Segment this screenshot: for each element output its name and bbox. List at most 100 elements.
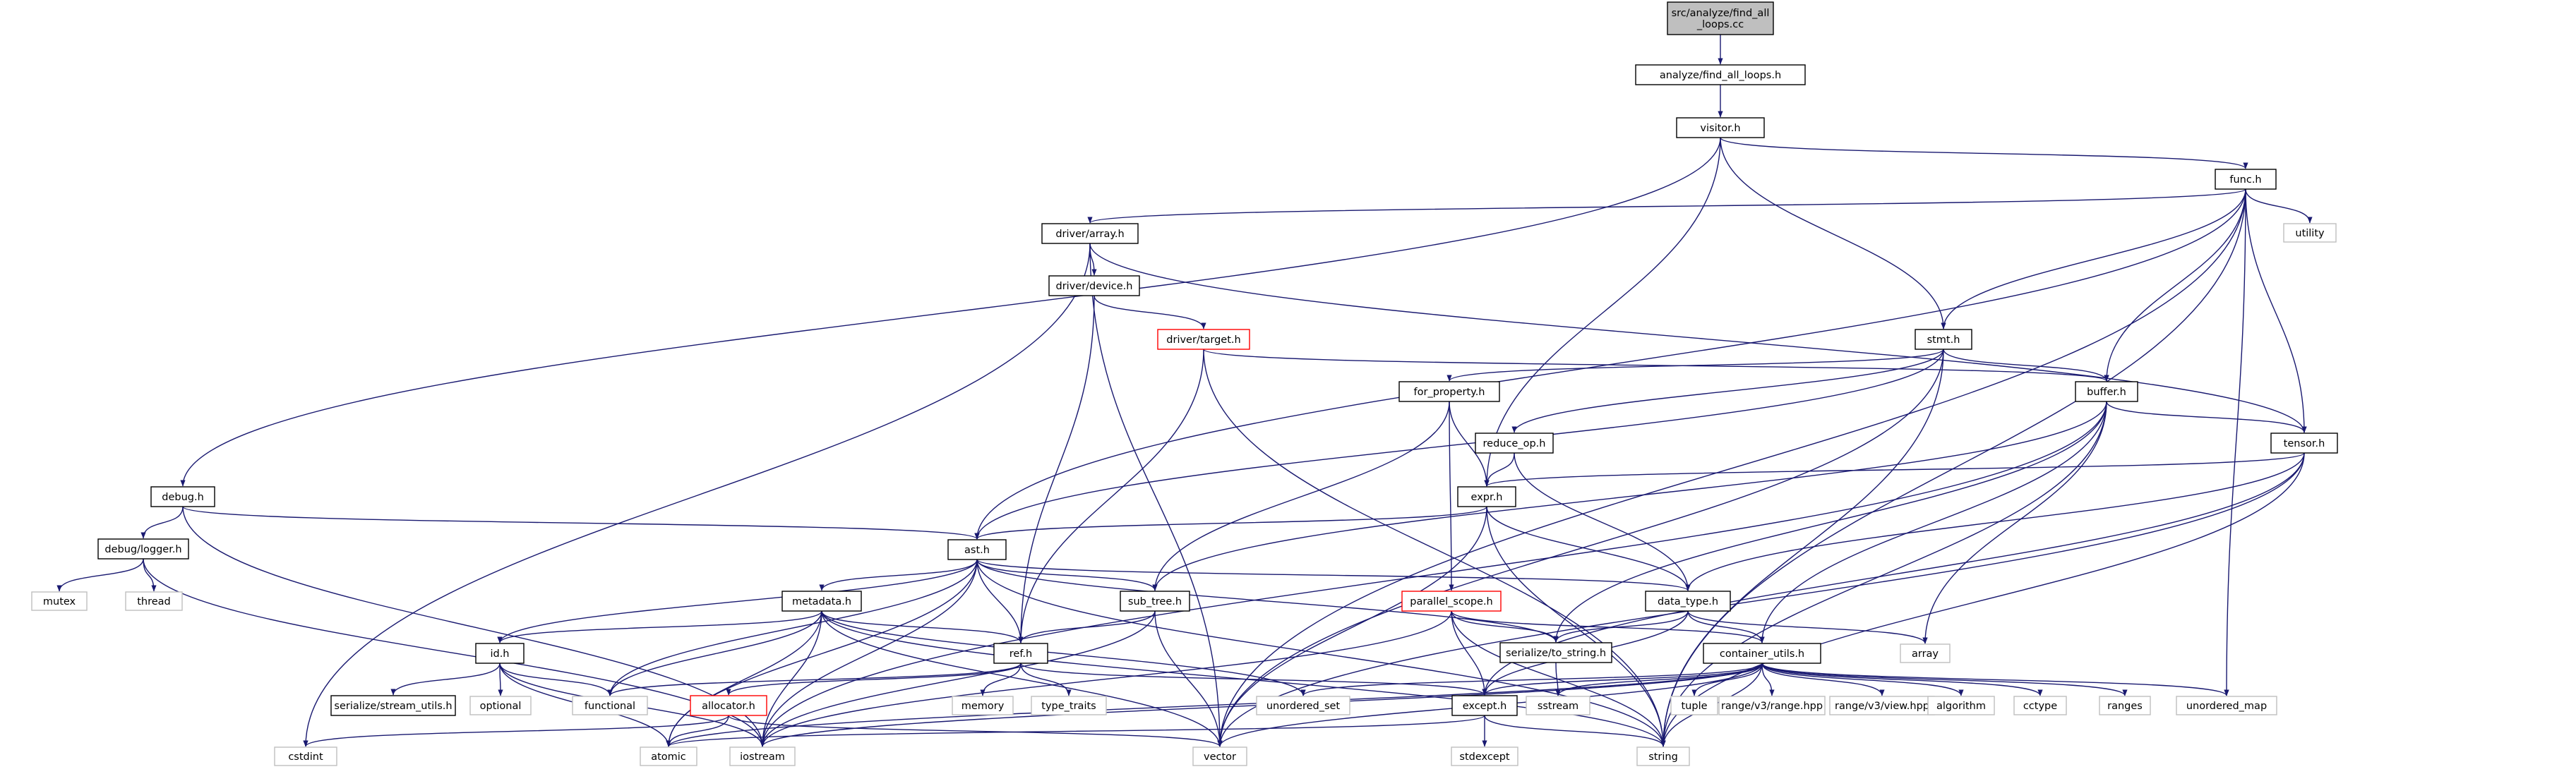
node-unordmap: unordered_map — [2176, 696, 2277, 715]
edge-ast-to-iostream — [760, 559, 978, 747]
node-label: expr.h — [1471, 492, 1503, 503]
node-stmt[interactable]: stmt.h — [1915, 329, 1972, 350]
node-box — [1475, 433, 1554, 454]
node-box — [2270, 433, 2338, 454]
edge-datatype-to-contutil — [1687, 610, 1765, 643]
edge-ref-to-functional — [607, 663, 1022, 696]
node-box — [947, 539, 1007, 560]
edge-forprop-to-subtree — [1152, 401, 1450, 591]
node-label: algorithm — [1936, 701, 1986, 712]
node-idh[interactable]: id.h — [475, 643, 525, 664]
node-box — [1041, 223, 1139, 244]
node-label: parallel_scope.h — [1410, 596, 1493, 607]
edge-contutil-to-atomic — [666, 663, 1763, 747]
node-serstr[interactable]: serialize/to_string.h — [1499, 642, 1612, 663]
node-expr[interactable]: expr.h — [1457, 486, 1516, 507]
node-forprop[interactable]: for_property.h — [1398, 381, 1500, 402]
node-datatype[interactable]: data_type.h — [1645, 591, 1731, 612]
node-box — [1670, 696, 1718, 715]
edge-func-to-utility — [2245, 188, 2313, 224]
node-label: stdexcept — [1459, 751, 1510, 763]
node-ast[interactable]: ast.h — [947, 539, 1007, 560]
node-functional: functional — [572, 696, 648, 715]
node-visitor[interactable]: visitor.h — [1676, 117, 1765, 138]
node-label: driver/array.h — [1055, 229, 1124, 240]
node-box — [1192, 746, 1247, 766]
edge-ref-to-except — [1020, 663, 1487, 696]
node-tensor[interactable]: tensor.h — [2270, 433, 2338, 454]
node-box — [572, 696, 648, 715]
node-label: src/analyze/find_all — [1672, 8, 1770, 19]
node-fal[interactable]: analyze/find_all_loops.h — [1635, 64, 1806, 85]
node-func[interactable]: func.h — [2215, 169, 2277, 190]
node-reduce[interactable]: reduce_op.h — [1475, 433, 1554, 454]
node-device[interactable]: driver/device.h — [1048, 275, 1140, 296]
node-box — [2215, 169, 2277, 190]
edge-expr-to-ast — [974, 506, 1487, 540]
edge-func-to-ast — [974, 188, 2246, 540]
node-allocator[interactable]: allocator.h — [690, 695, 767, 716]
edge-buffer-to-tensor — [2106, 401, 2307, 433]
node-label: utility — [2295, 228, 2325, 239]
edge-tensor-to-datatype — [1685, 452, 2305, 591]
edge-contutil-to-tuple — [1691, 663, 1763, 696]
node-box — [690, 695, 767, 716]
edge-metadata-to-idh — [497, 610, 822, 643]
node-box — [1645, 591, 1731, 612]
edge-stmt-to-vector — [1217, 349, 1944, 747]
node-box — [97, 538, 189, 560]
node-box — [2013, 696, 2067, 715]
node-box — [1703, 643, 1821, 664]
node-label: tuple — [1681, 701, 1707, 712]
node-parscope[interactable]: parallel_scope.h — [1401, 591, 1502, 612]
edge-contutil-to-algorithm — [1761, 663, 1964, 696]
node-metadata[interactable]: metadata.h — [781, 591, 862, 612]
edge-allocator-to-vector — [728, 715, 1223, 747]
node-debug[interactable]: debug.h — [150, 486, 215, 507]
file-nodes: src/analyze/find_all_loops.cc analyze/fin… — [31, 1, 2338, 766]
edge-tensor-to-vector — [1217, 452, 2305, 747]
node-contutil[interactable]: container_utils.h — [1703, 643, 1821, 664]
edge-ast-to-datatype — [976, 559, 1691, 591]
edge-ast-to-idh — [497, 559, 978, 643]
node-target[interactable]: driver/target.h — [1157, 329, 1250, 350]
edge-metadata-to-unordset — [821, 610, 1306, 696]
node-box — [1451, 746, 1518, 766]
node-box — [1829, 696, 1935, 715]
node-logger[interactable]: debug/logger.h — [97, 538, 189, 560]
edge-ast-to-subtree — [976, 559, 1158, 591]
node-box — [475, 643, 525, 664]
edge-parscope-to-contutil — [1451, 610, 1765, 643]
edge-metadata-to-functional — [607, 610, 822, 696]
edge-ref-to-allocator — [726, 663, 1022, 696]
node-label: unordered_set — [1266, 701, 1341, 712]
node-label: string — [1648, 751, 1678, 763]
edge-ast-to-ref — [976, 559, 1024, 643]
edge-buffer-to-arr — [1922, 401, 2107, 644]
edge-tensor-to-string — [1660, 452, 2305, 747]
node-array_h[interactable]: driver/array.h — [1041, 223, 1139, 244]
node-mutex: mutex — [31, 591, 88, 611]
node-box — [2176, 696, 2277, 715]
node-box — [729, 746, 796, 766]
edge-datatype-to-serstr — [1553, 610, 1689, 643]
node-label: atomic — [651, 751, 686, 763]
node-buffer[interactable]: buffer.h — [2075, 381, 2138, 402]
node-subtree[interactable]: sub_tree.h — [1120, 591, 1190, 612]
node-box — [150, 486, 215, 507]
edge-tensor-to-expr — [1484, 452, 2305, 487]
node-optional: optional — [469, 696, 532, 715]
node-string: string — [1636, 746, 1690, 766]
edge-buffer-to-contutil — [1759, 401, 2107, 643]
node-except[interactable]: except.h — [1451, 695, 1518, 716]
node-serstream[interactable]: serialize/stream_utils.h — [330, 695, 456, 716]
node-root[interactable]: src/analyze/find_all_loops.cc — [1667, 1, 1774, 35]
edge-metadata-to-vector — [821, 610, 1223, 747]
edge-idh-to-serstream — [390, 663, 501, 696]
node-ref[interactable]: ref.h — [993, 643, 1048, 664]
edge-array_h-to-tensor — [1089, 243, 2307, 433]
edge-array_h-to-vector — [1089, 243, 1223, 747]
node-cctype: cctype — [2013, 696, 2067, 715]
edge-visitor-to-func — [1720, 137, 2248, 169]
